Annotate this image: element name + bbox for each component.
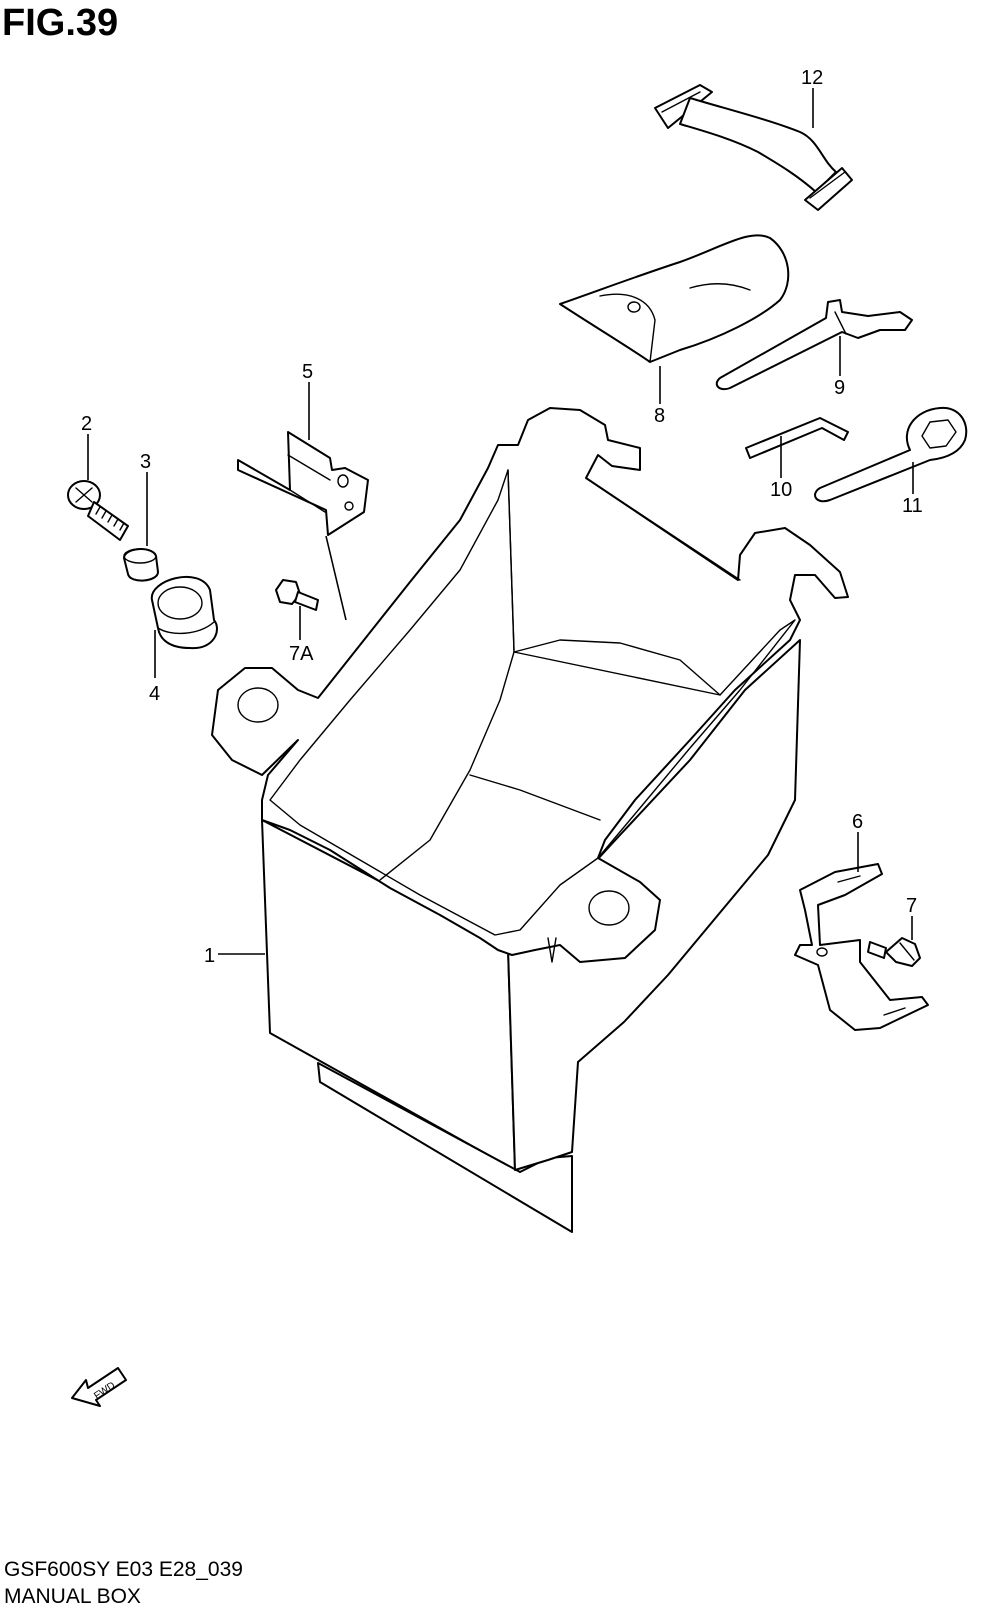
callout-9: 9 [834,377,845,399]
callout-6: 6 [852,811,863,833]
part-3-collar[interactable] [123,548,159,582]
callout-11: 11 [902,495,923,517]
part-12-strap[interactable] [654,84,853,211]
callout-1: 1 [204,945,215,967]
part-10-hex-key[interactable] [745,417,849,459]
model-code: GSF600SY E03 E28_039 [4,1558,243,1581]
callout-12: 12 [801,67,823,89]
part-5-bracket[interactable] [237,431,369,536]
callout-2: 2 [81,413,92,435]
part-1-manual-box[interactable] [211,407,849,1233]
part-9-spanner[interactable] [715,299,913,391]
part-7a-bolt[interactable] [275,579,319,611]
figure-title: FIG.39 [2,2,119,44]
callout-4: 4 [149,683,160,705]
part-7-bolt[interactable] [867,937,921,967]
callout-7a: 7A [289,643,314,665]
callout-3: 3 [140,451,151,473]
callout-10: 10 [770,479,792,501]
part-2-screw[interactable] [67,480,129,541]
section-name: MANUAL BOX [4,1585,141,1608]
part-11-box-wrench[interactable] [814,406,968,503]
callout-labels: 1 2 3 4 5 6 7 7A 8 9 10 11 12 [81,67,923,967]
callout-7: 7 [906,895,917,917]
part-4-grommet[interactable] [150,575,218,650]
part-6-holder[interactable] [794,863,929,1031]
fwd-arrow-icon: FWD [71,1367,127,1407]
callout-5: 5 [302,361,313,383]
leader-lines [87,88,914,955]
part-8-tool-case[interactable] [559,234,790,363]
callout-8: 8 [654,405,665,427]
